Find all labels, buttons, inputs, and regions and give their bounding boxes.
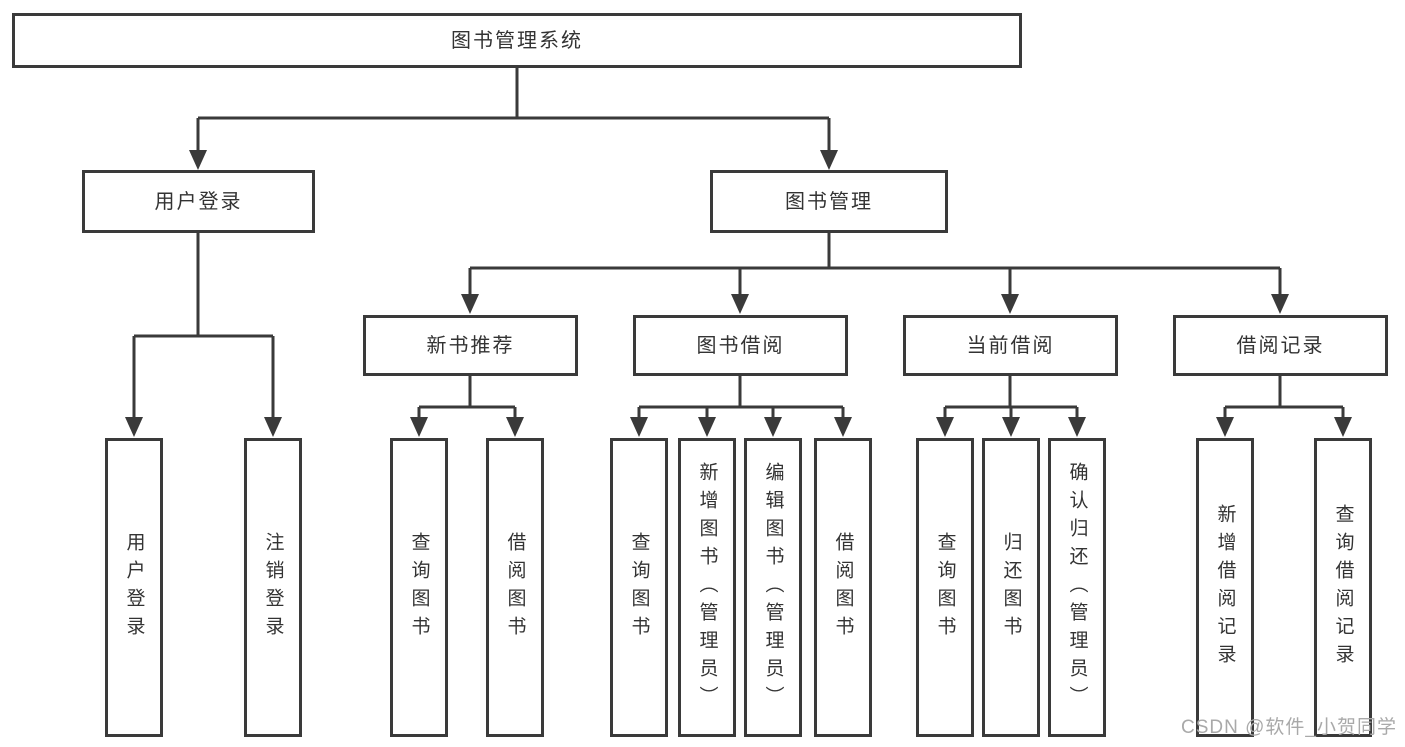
node-root: 图书管理系统 [12,13,1022,68]
node-borrow-records: 借阅记录 [1173,315,1388,376]
node-br-add-record: 新增借阅记录 [1196,438,1254,737]
node-bb-borrow-books: 借阅图书 [814,438,872,737]
node-book-borrow: 图书借阅 [633,315,848,376]
node-book-management: 图书管理 [710,170,948,233]
csdn-watermark: CSDN @软件_小贺同学 [1181,717,1397,738]
node-cb-query-books: 查询图书 [916,438,974,737]
node-bb-add-books-admin: 新增图书（管理员） [678,438,736,737]
node-nbr-borrow-books: 借阅图书 [486,438,544,737]
node-new-book-recommend: 新书推荐 [363,315,578,376]
node-leaf-user-login: 用户登录 [105,438,163,737]
node-nbr-query-books: 查询图书 [390,438,448,737]
node-leaf-logout: 注销登录 [244,438,302,737]
node-br-query-record: 查询借阅记录 [1314,438,1372,737]
node-cb-return-books: 归还图书 [982,438,1040,737]
node-current-borrow: 当前借阅 [903,315,1118,376]
node-bb-query-books: 查询图书 [610,438,668,737]
node-cb-confirm-return-admin: 确认归还（管理员） [1048,438,1106,737]
node-user-login: 用户登录 [82,170,315,233]
node-bb-edit-books-admin: 编辑图书（管理员） [744,438,802,737]
